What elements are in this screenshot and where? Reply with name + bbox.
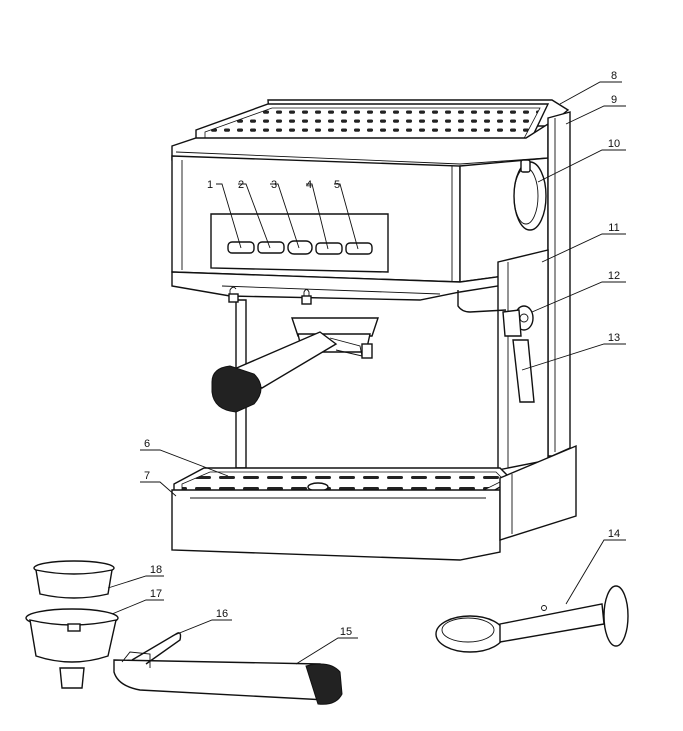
callout-label-9: 9 — [611, 94, 617, 106]
callout-label-2: 2 — [238, 179, 244, 191]
callout-label-17: 17 — [150, 588, 162, 600]
callout-label-4: 4 — [306, 179, 312, 191]
button-2[interactable] — [258, 242, 284, 253]
button-3[interactable] — [288, 241, 312, 254]
callout-label-8: 8 — [611, 70, 617, 82]
callout-label-16: 16 — [216, 608, 228, 620]
callout-label-18: 18 — [150, 564, 162, 576]
steam-knob[interactable] — [514, 160, 546, 230]
button-4[interactable] — [316, 243, 342, 254]
filter-cup — [34, 561, 114, 598]
callout-label-11: 11 — [608, 222, 619, 234]
filter-clip — [132, 633, 181, 664]
callout-label-13: 13 — [608, 332, 620, 344]
portafilter-handle — [114, 652, 342, 704]
callout-label-14: 14 — [608, 528, 620, 540]
callout-label-5: 5 — [334, 179, 340, 191]
callout-label-1: 1 — [207, 179, 213, 191]
button-5[interactable] — [346, 243, 372, 254]
drip-tray — [172, 490, 500, 560]
water-tank — [548, 112, 570, 456]
machine-body — [172, 100, 576, 560]
callout-label-12: 12 — [608, 270, 620, 282]
callout-label-6: 6 — [144, 438, 150, 450]
callout-label-10: 10 — [608, 138, 620, 150]
callout-label-3: 3 — [271, 179, 277, 191]
tamper-spoon — [436, 586, 628, 652]
callout-label-15: 15 — [340, 626, 352, 638]
filter-holder — [26, 609, 118, 688]
steam-wand — [503, 310, 521, 336]
callout-label-7: 7 — [144, 470, 150, 482]
